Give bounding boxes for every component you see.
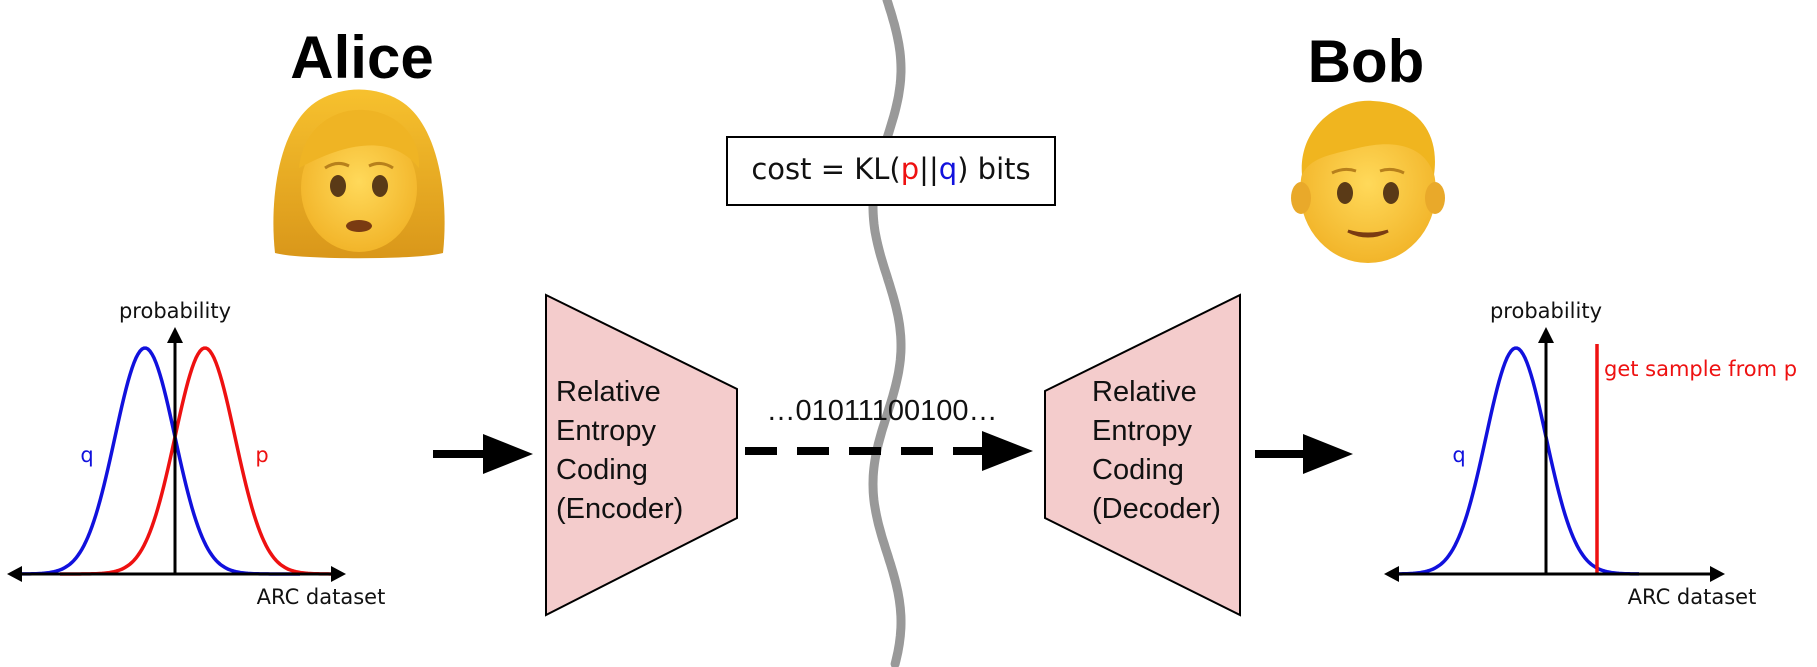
left-distribution-plot: probability ARC dataset q p (7, 299, 385, 609)
left-x-label: ARC dataset (257, 585, 386, 609)
sender-name: Alice (290, 24, 433, 91)
woman-emoji-icon (273, 89, 445, 259)
right-x-label: ARC dataset (1628, 585, 1757, 609)
encoder-line-4: (Encoder) (556, 493, 683, 525)
decoder-block: Relative Entropy Coding (Decoder) (1044, 293, 1241, 617)
decoder-line-4: (Decoder) (1092, 493, 1221, 525)
svg-text:Relative Entropy C: Relative Entropy Coding (Decoder) (1092, 376, 1221, 525)
encoder-line-2: Entropy (556, 415, 656, 447)
left-p-curve (60, 346, 334, 576)
left-x-arrow-left (7, 566, 22, 582)
right-y-arrow (1538, 327, 1554, 343)
decoder-line-2: Entropy (1092, 415, 1192, 447)
cost-q: q (939, 152, 957, 186)
left-q-label: q (80, 443, 93, 467)
left-x-arrow-right (331, 566, 346, 582)
right-distribution-plot: probability ARC dataset q get sample fro… (1384, 299, 1797, 609)
right-q-label: q (1452, 443, 1465, 467)
decoder-line-1: Relative (1092, 376, 1197, 408)
right-sample-label: get sample from p (1604, 357, 1797, 381)
right-q-curve (1395, 346, 1639, 576)
cost-sep: || (919, 152, 939, 186)
arrow-plot-to-encoder (433, 434, 533, 474)
cost-prefix: cost = KL( (751, 152, 900, 186)
receiver-name: Bob (1308, 28, 1425, 95)
right-x-arrow-left (1384, 566, 1399, 582)
decoder-line-3: Coding (1092, 454, 1184, 486)
cost-box: cost = KL(p||q) bits (726, 136, 1056, 206)
right-y-label: probability (1490, 299, 1602, 323)
dashed-arrow-encoder-to-decoder (745, 431, 1033, 471)
bitstream-label: …01011100100… (766, 395, 997, 427)
right-x-arrow-right (1710, 566, 1725, 582)
separator-wavy-line (868, 0, 906, 667)
man-emoji-icon (1291, 100, 1445, 263)
encoder-line-3: Coding (556, 454, 648, 486)
encoder-block: Relative Entropy Coding (Encoder) (545, 293, 738, 617)
svg-text:cost = KL(p||q) bits: cost = KL(p||q) bits (751, 152, 1030, 186)
cost-suffix: ) bits (957, 152, 1030, 186)
arrow-decoder-to-plot (1255, 434, 1353, 474)
cost-p: p (901, 152, 919, 186)
left-y-arrow (167, 327, 183, 343)
left-y-label: probability (119, 299, 231, 323)
left-p-label: p (255, 443, 268, 467)
encoder-line-1: Relative (556, 376, 661, 408)
svg-text:Relative Entropy C: Relative Entropy Coding (Encoder) (556, 376, 683, 525)
